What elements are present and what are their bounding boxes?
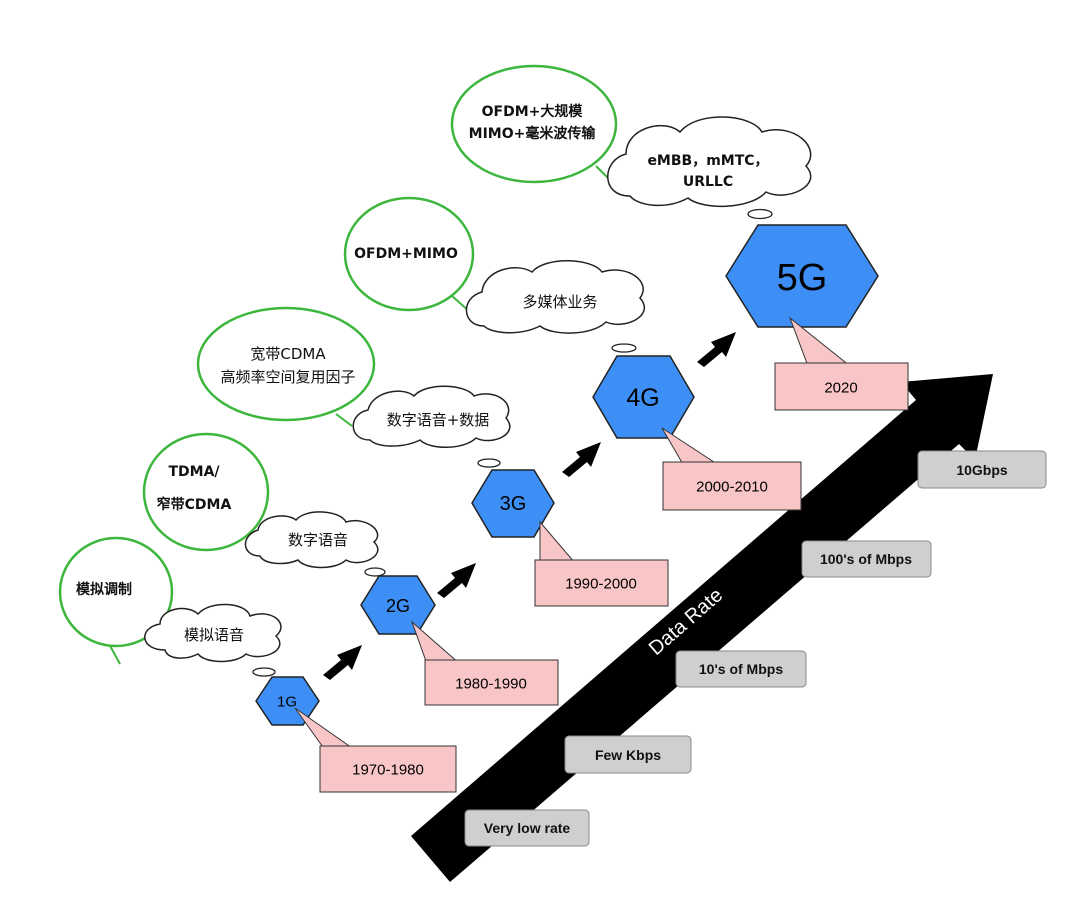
tech-label: 模拟调制	[76, 581, 132, 598]
tech-label: TDMA/	[168, 464, 220, 480]
hexagon-2g: 2G	[360, 575, 436, 635]
data-rate-label: 100's of Mbps	[820, 551, 912, 567]
year-label: 2020	[824, 380, 857, 397]
service-label: 模拟语音	[184, 626, 244, 644]
step-arrow	[562, 442, 601, 477]
generation-label: 2G	[386, 596, 410, 616]
year-callout: 1990-2000	[534, 520, 669, 607]
year-label: 1980-1990	[455, 676, 527, 693]
hexagon-4g: 4G	[592, 355, 695, 439]
step-arrow	[323, 645, 362, 680]
service-label: 数字语音+数据	[387, 411, 490, 429]
tech-label: 宽带CDMA	[250, 345, 326, 363]
hexagon-1g: 1G	[255, 676, 320, 726]
year-callout: 1970-1980	[294, 707, 457, 793]
year-callout: 2020	[774, 316, 909, 411]
tech-bubble: OFDM+大规模 MIMO+毫米波传输	[450, 64, 618, 184]
hexagon-5g: 5G	[725, 224, 879, 328]
service-label: URLLC	[683, 174, 733, 190]
data-rate-arrow: Data Rate	[411, 374, 993, 882]
year-label: 1990-2000	[565, 576, 637, 593]
data-rate-box: 100's of Mbps	[801, 540, 932, 578]
year-callout: 1980-1990	[410, 620, 559, 706]
generation-label: 4G	[626, 384, 659, 412]
generation-2g: TDMA/ 窄带CDMA 数字语音 2G 1980-1990	[142, 432, 559, 706]
year-label: 2000-2010	[696, 479, 768, 496]
tech-label: OFDM+MIMO	[354, 246, 458, 262]
generation-label: 5G	[777, 257, 828, 299]
hexagon-3g: 3G	[471, 469, 555, 538]
service-label: eMBB，mMTC，	[647, 153, 768, 169]
year-label: 1970-1980	[352, 762, 424, 779]
tech-label: OFDM+大规模	[482, 103, 584, 120]
service-cloud: 数字语音+数据	[352, 385, 511, 468]
tech-label: 窄带CDMA	[157, 496, 232, 513]
data-rate-box: Few Kbps	[564, 735, 692, 774]
tech-bubble: 模拟调制	[58, 536, 174, 665]
data-rate-box: 10Gbps	[917, 450, 1047, 489]
year-callout: 2000-2010	[661, 427, 802, 511]
generation-3g: 宽带CDMA 高频率空间复用因子 数字语音+数据 3G 1990-2000	[196, 306, 669, 607]
data-rate-label: Few Kbps	[595, 747, 661, 763]
data-rate-box: 10's of Mbps	[675, 650, 807, 688]
step-arrow	[697, 332, 736, 367]
service-cloud: eMBB，mMTC， URLLC	[607, 116, 812, 220]
tech-bubble: OFDM+MIMO	[343, 196, 475, 313]
generation-label: 1G	[277, 694, 297, 711]
generation-label: 3G	[500, 493, 527, 515]
data-rate-label: Very low rate	[484, 820, 571, 836]
service-cloud: 数字语音	[244, 511, 386, 577]
service-label: 数字语音	[288, 531, 348, 549]
generation-5g: OFDM+大规模 MIMO+毫米波传输 eMBB，mMTC， URLLC 5G …	[450, 64, 909, 411]
step-arrow	[437, 563, 476, 598]
tech-bubble: TDMA/ 窄带CDMA	[142, 432, 270, 552]
tech-label: MIMO+毫米波传输	[469, 125, 597, 142]
service-cloud: 模拟语音	[144, 603, 285, 686]
data-rate-label: 10's of Mbps	[699, 661, 783, 677]
service-label: 多媒体业务	[522, 293, 597, 311]
tech-bubble: 宽带CDMA 高频率空间复用因子	[196, 306, 376, 427]
generation-4g: OFDM+MIMO 多媒体业务 4G 2000-2010	[343, 196, 802, 511]
generation-1g: 模拟调制 模拟语音 1G 1970-1980	[58, 536, 457, 793]
tech-label: 高频率空间复用因子	[220, 368, 355, 386]
service-cloud: 多媒体业务	[465, 260, 645, 353]
data-rate-label: 10Gbps	[956, 462, 1008, 478]
data-rate-box: Very low rate	[464, 809, 590, 847]
